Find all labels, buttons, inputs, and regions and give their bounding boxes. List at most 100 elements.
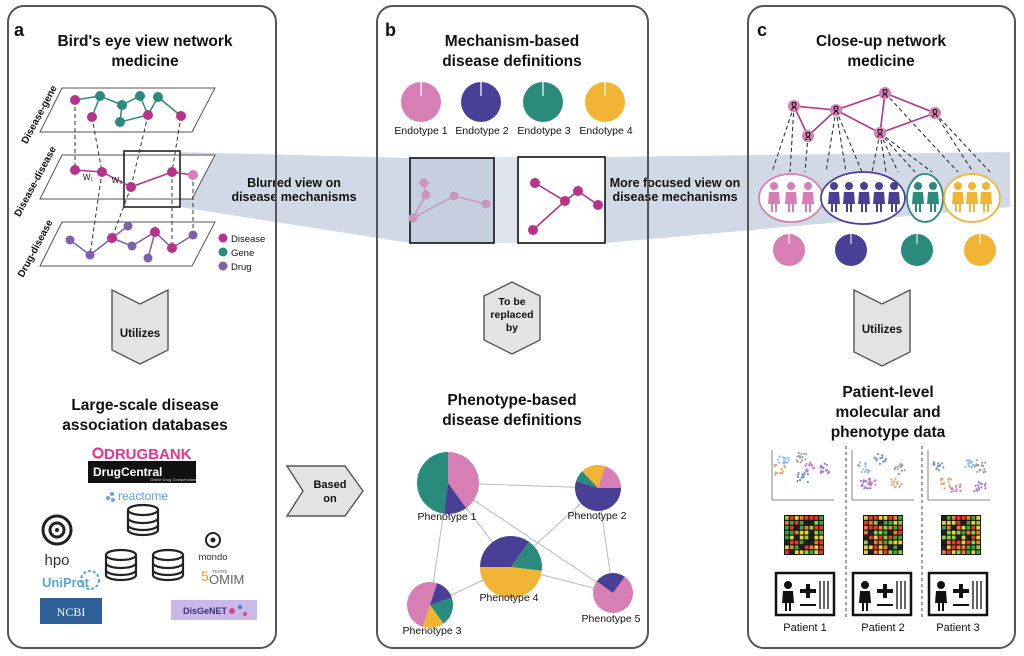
panel-b-title-1: Mechanism-based [445,33,579,50]
data-title-2: molecular and [835,404,940,421]
svg-text:DrugCentral: DrugCentral [93,465,162,479]
panel-a: a Bird's eye view network medicine Disea… [7,5,277,649]
phenotype-4-slice-2 [480,536,530,567]
legend-drug-icon [218,261,228,271]
phenotype-3-slice-1 [407,582,438,627]
phenotype-5-slice-1 [593,576,633,614]
svg-text:Online Drug Compendium: Online Drug Compendium [150,477,197,482]
svg-text:reactome: reactome [118,489,168,503]
band-left-text-2: disease mechanisms [231,190,356,204]
utilizes-label-a: Utilizes [120,328,160,340]
based-on-label-2: on [323,493,337,505]
layer-plane-disease-disease [39,154,216,200]
reactome-logo: reactome [106,489,168,503]
weight-label-2: W₂ [112,176,123,185]
db-title-2: association databases [62,417,227,434]
utilizes-label-c: Utilizes [862,324,902,336]
svg-text:NCBI: NCBI [57,605,86,619]
drugbank-logo: DRUGBANK [92,446,192,463]
heatmap-2 [863,515,903,555]
based-on-arrow [285,465,364,517]
endotype-1-circle [401,82,441,122]
patient-card-3 [927,571,989,617]
phenotype-2-slice-4 [582,465,606,488]
phenotype-1-label: Phenotype 1 [418,511,477,523]
phenotype-5-slice-2 [596,573,625,593]
closeup-network [788,87,941,142]
phenotype-2-label: Phenotype 2 [568,510,627,522]
phenotype-3-label: Phenotype 3 [403,625,462,637]
phenotype-2-slice-3 [576,471,598,488]
pheno-title-2: disease definitions [442,412,582,429]
zoom-box [123,150,181,208]
legend-disease-label: Disease [231,234,265,245]
pheno-title-1: Phenotype-based [447,392,576,409]
hpo-logo: hpo [41,514,73,569]
tsne-scatter-1 [771,450,834,501]
endotype-circles [401,82,625,122]
svg-text:UniProt: UniProt [42,575,90,590]
uniprot-logo: UniProt [42,570,100,590]
panel-b-letter: b [385,20,396,40]
endotype-4-circle [585,82,625,122]
database-icon [126,503,160,537]
panel-a-title-2: medicine [111,53,179,70]
omim-logo: 5 YEARS OMIM [201,568,244,587]
cluster-endotype-circles [773,234,996,266]
svg-text:mondo: mondo [198,552,227,563]
panel-c-letter: c [757,20,767,40]
patient-cluster-3 [906,173,944,223]
db-title-1: Large-scale disease [71,397,219,414]
database-icons [104,503,185,582]
patient-card-1 [774,571,836,617]
layer-plane-disease-gene [39,87,216,133]
panel-c-title-1: Close-up network [816,33,946,50]
disgenet-logo: DisGeNET [171,600,257,620]
phenotype-3-slice-3 [430,597,453,624]
phenotype-1-slice-1 [448,452,479,509]
database-icon [104,548,138,582]
patient-cluster-4 [943,173,1001,223]
svg-text:DisGeNET: DisGeNET [183,606,228,616]
phenotype-5-label: Phenotype 5 [582,613,641,625]
phenotype-2-slice-2 [575,480,621,511]
legend-gene-icon [218,247,228,257]
band-right-text-1: More focused view on [610,176,741,190]
focused-network-box [517,156,606,244]
phenotype-3-slice-4 [422,605,444,628]
phenotype-pies [407,452,633,628]
phenotype-3-slice-2 [430,583,452,605]
endotype-2-label: Endotype 2 [455,125,508,137]
replaced-by-arrow [483,281,541,355]
database-icon [151,548,185,582]
phenotype-1-slice-3 [416,452,448,514]
utilizes-arrow-a [111,288,169,365]
phenotype-1-slice-2 [444,483,467,514]
band-left-text-1: Blurred view on [247,176,341,190]
patient-card-2 [851,571,913,617]
panel-c: c Close-up network medicine [747,5,1016,649]
panel-b-title-2: disease definitions [442,53,582,70]
patient-2-label: Patient 2 [861,622,904,634]
patient-1-label: Patient 1 [783,622,826,634]
phenotype-4-slice-4 [480,567,542,598]
network-drug-disease [65,221,198,263]
phenotype-4-label: Phenotype 4 [480,592,539,604]
phenotype-2-slice-1 [598,466,621,488]
heatmaps [784,515,981,555]
drugcentral-logo: DrugCentral Online Drug Compendium [88,461,197,483]
patient-links [771,92,991,173]
data-title-1: Patient-level [842,384,933,401]
endotype-3-circle [523,82,563,122]
svg-text:DRUGBANK: DRUGBANK [104,446,192,463]
tsne-scatters [771,450,990,501]
svg-text:hpo: hpo [44,552,69,569]
endotype-2-circle [461,82,501,122]
panel-a-letter: a [14,20,25,40]
legend-gene-label: Gene [231,248,254,259]
based-on-label-1: Based [313,479,346,491]
patient-cluster-1 [758,173,824,223]
utilizes-arrow-c [853,288,911,367]
svg-text:OMIM: OMIM [209,572,244,587]
